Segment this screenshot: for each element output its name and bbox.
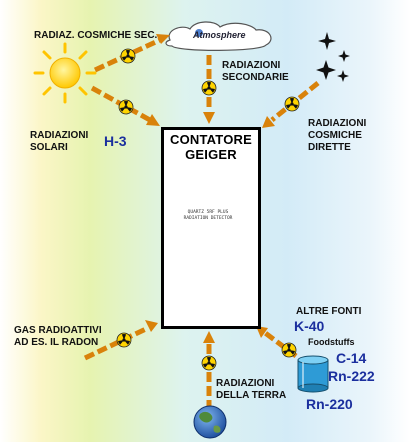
- radiation-icon: [201, 79, 217, 96]
- stars-icon: [316, 32, 350, 82]
- label-other-sources: ALTRE FONTI: [296, 306, 362, 317]
- arrowheads-group: [145, 34, 275, 343]
- sun-icon: [33, 42, 97, 104]
- device-screen-line2: RADIATION DETECTOR: [183, 216, 233, 221]
- isotope-h3: H-3: [104, 133, 127, 149]
- radiation-icon: [201, 354, 217, 371]
- label-solar-radiation: RADIAZIONI SOLARI: [30, 130, 89, 153]
- label-cosmic-secondary: RADIAZ. COSMICHE SEC.: [34, 30, 158, 41]
- label-earth-radiation: RADIAZIONI DELLA TERRA: [216, 378, 287, 401]
- label-atmosphere: Atmosphere: [193, 30, 246, 40]
- label-foodstuffs: Foodstuffs: [308, 337, 355, 347]
- arrow-gas: [83, 325, 150, 361]
- geiger-counter-box: CONTATORE GEIGER: [161, 127, 261, 329]
- isotope-c14: C-14: [336, 350, 367, 366]
- counter-title-line1: CONTATORE: [170, 132, 252, 147]
- foodstuffs-barrel-icon: [297, 355, 329, 393]
- earth-globe-icon: [193, 405, 227, 439]
- isotope-rn222: Rn-222: [328, 368, 375, 384]
- counter-title-line2: GEIGER: [185, 147, 237, 162]
- atmosphere-cloud-icon: [165, 21, 272, 51]
- device-screen: QUARTZ 5RF PLUS RADIATION DETECTOR: [181, 210, 235, 222]
- label-radioactive-gas: GAS RADIOATTIVI AD ES. IL RADON: [14, 325, 102, 348]
- label-direct-cosmic: RADIAZIONI COSMICHE DIRETTE: [308, 118, 367, 153]
- device-screen-line1: QUARTZ 5RF PLUS: [187, 210, 229, 215]
- isotope-k40: K-40: [294, 318, 325, 334]
- radiation-icon: [284, 95, 300, 112]
- label-secondary-radiation: RADIAZIONI SECONDARIE: [222, 60, 289, 83]
- isotope-rn220: Rn-220: [306, 396, 353, 412]
